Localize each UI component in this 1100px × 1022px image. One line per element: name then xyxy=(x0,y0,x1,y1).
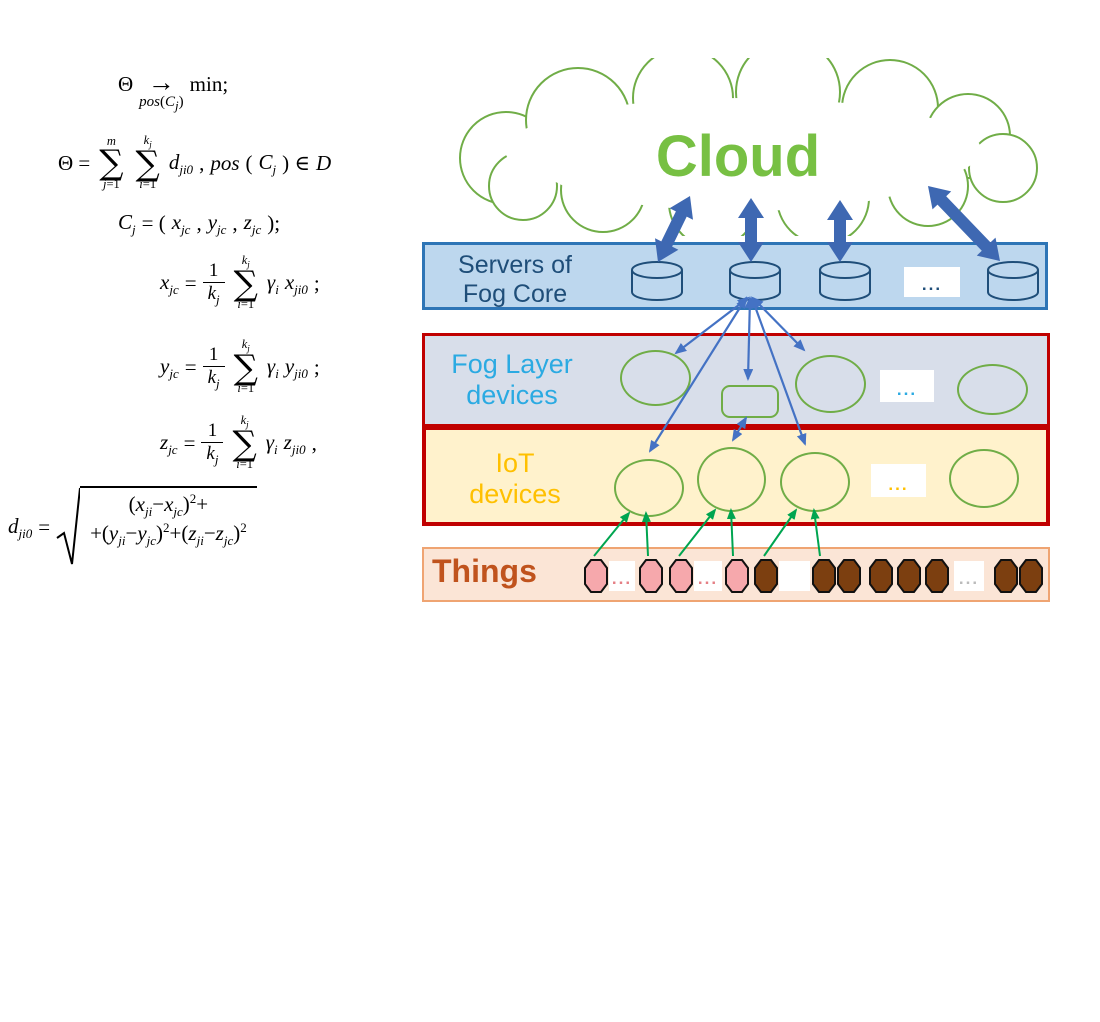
fog-core-server-cylinder xyxy=(631,261,683,301)
ellipsis-box: ... xyxy=(871,464,926,497)
ellipsis-box xyxy=(779,561,810,591)
iot-label-line1: IoT xyxy=(495,448,535,478)
thing-octagon-brown xyxy=(754,559,778,593)
band-label-fog: Fog Layer devices xyxy=(427,349,597,411)
band-things: Things ......... xyxy=(422,547,1050,602)
fog-device-circle xyxy=(957,364,1028,415)
iot-device-circle xyxy=(949,449,1019,508)
thing-octagon-brown xyxy=(994,559,1018,593)
fog-device-circle xyxy=(620,350,691,406)
fog-label-line1: Fog Layer xyxy=(451,349,573,379)
things-label: Things xyxy=(432,553,537,589)
band-label-servers: Servers of Fog Core xyxy=(431,251,599,309)
thing-octagon-brown xyxy=(1019,559,1043,593)
ellipsis-dots: ... xyxy=(896,380,918,400)
thing-octagon-pink xyxy=(584,559,608,593)
thing-octagon-brown xyxy=(837,559,861,593)
band-label-things: Things xyxy=(432,553,602,590)
ellipsis-dots: ... xyxy=(921,275,943,295)
ellipsis-box: ... xyxy=(880,370,934,402)
thing-octagon-brown xyxy=(897,559,921,593)
radical-sign xyxy=(56,487,81,565)
formula-cluster-center: Cj = (xjc, yjc, zjc); xyxy=(118,210,281,238)
fog-device-circle xyxy=(795,355,866,413)
ellipsis-box: ... xyxy=(609,561,635,591)
ellipsis-box: ... xyxy=(954,561,984,591)
iot-device-circle xyxy=(697,447,766,512)
servers-label-line1: Servers of xyxy=(458,251,572,279)
iot-device-circle xyxy=(614,459,684,517)
band-fog-layer-devices: Fog Layer devices ... xyxy=(422,333,1050,427)
thing-octagon-brown xyxy=(925,559,949,593)
band-label-iot: IoT devices xyxy=(440,448,590,510)
fog-core-server-cylinder xyxy=(987,261,1039,301)
ellipsis-box: ... xyxy=(904,267,960,297)
formula-distance: dji0 = (xji − xjc)2 ++(yji − yjc)2 +(zji… xyxy=(8,486,257,568)
band-iot-devices: IoT devices ... xyxy=(422,426,1050,526)
thing-octagon-pink xyxy=(669,559,693,593)
servers-label-line2: Fog Core xyxy=(462,279,568,308)
ellipsis-box: ... xyxy=(694,561,722,591)
thing-octagon-brown xyxy=(812,559,836,593)
cloud-label: Cloud xyxy=(656,124,820,189)
formula-objective: Θ→pos(Cj)min; xyxy=(118,67,229,113)
fog-core-server-cylinder xyxy=(819,261,871,301)
fog-device-rect xyxy=(721,385,779,418)
thing-octagon-pink xyxy=(639,559,663,593)
ellipsis-dots: ... xyxy=(888,475,909,495)
iot-label-line2: devices xyxy=(469,479,561,510)
ellipsis-dots: ... xyxy=(958,569,980,589)
cloud-shape: Cloud xyxy=(459,58,1038,236)
band-fog-core-servers: Servers of Fog Core ... xyxy=(422,242,1048,310)
iot-device-circle xyxy=(780,452,850,512)
ellipsis-dots: ... xyxy=(611,569,633,589)
fog-label-line2: devices xyxy=(466,380,558,411)
ellipsis-dots: ... xyxy=(697,569,719,589)
thing-octagon-pink xyxy=(725,559,749,593)
fog-core-server-cylinder xyxy=(729,261,781,301)
thing-octagon-brown xyxy=(869,559,893,593)
